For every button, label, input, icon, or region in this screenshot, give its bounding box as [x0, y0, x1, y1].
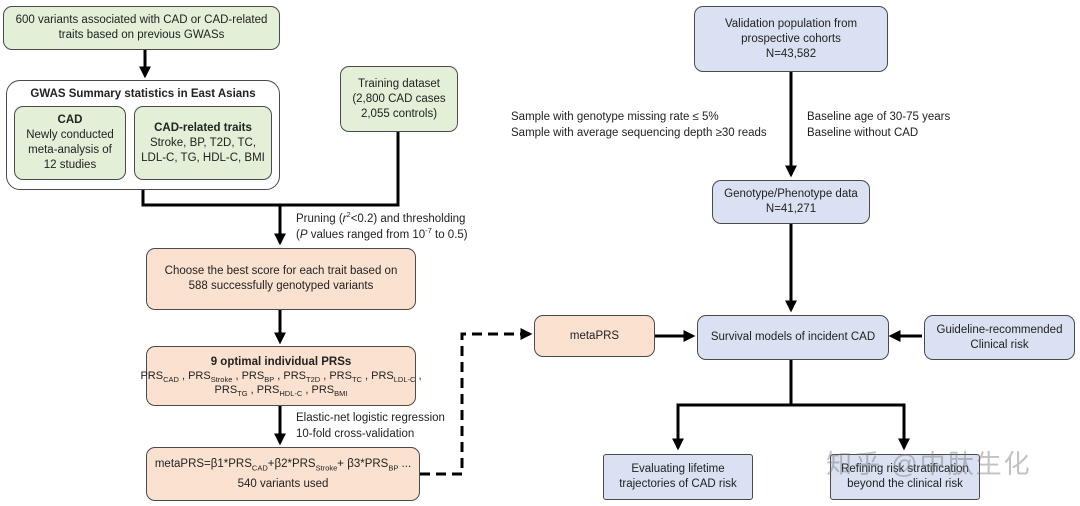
training-dataset-box: Training dataset (2,800 CAD cases 2,055 … — [340, 66, 458, 132]
arrow-survival-to-outcomes — [672, 360, 793, 451]
cad-line-1: Newly conducted — [26, 129, 114, 141]
prs-term: PRSCAD — [140, 370, 179, 385]
cad-title: CAD — [57, 114, 83, 126]
cad-related-line-1: Stroke, BP, T2D, TC, — [149, 136, 257, 149]
arrow-metaprs-to-metaprs-box-dashed — [420, 328, 533, 476]
optimal-prs-row-2: PRSTG , PRSHDL-C , PRSBMI — [214, 384, 348, 399]
genotype-line-2: N=41,271 — [765, 203, 817, 215]
metaprs-formula: metaPRS=β1*PRSCAD+β2*PRSStroke+ β3*PRSBP… — [154, 457, 412, 472]
cad-box: CAD Newly conducted meta-analysis of 12 … — [14, 106, 126, 180]
pruning-line-2: (P values ranged from 10-7 to 0.5) — [296, 226, 468, 241]
best-score-box: Choose the best score for each trait bas… — [146, 248, 416, 310]
cad-related-line-2: LDL-C, TG, HDL-C, BMI — [141, 151, 265, 164]
refining-line-2: beyond the clinical risk — [847, 478, 963, 490]
refining-risk-box: Refining risk stratification beyond the … — [830, 454, 980, 500]
cad-line-3: 12 studies — [43, 159, 97, 171]
gwas-title: GWAS Summary statistics in East Asians — [30, 88, 256, 100]
best-score-line-1: Choose the best score for each trait bas… — [164, 265, 398, 277]
watermark: 知乎 @中肽生化 — [826, 449, 1032, 479]
evaluating-line-1: Evaluating lifetime — [631, 463, 725, 475]
prs-term: PRSBP — [241, 370, 275, 385]
prs-term: PRSStroke — [188, 370, 233, 385]
cad-related-title: CAD-related traits — [154, 121, 252, 134]
validation-line-3: N=43,582 — [765, 47, 817, 60]
genotype-line-1: Genotype/Phenotype data — [724, 188, 858, 200]
optimal-prs-row-1: PRSCAD , PRSStroke , PRSBP , PRST2D , PR… — [140, 370, 422, 385]
validation-line-1: Validation population from — [724, 17, 858, 30]
metaprs-label: metaPRS — [569, 329, 620, 342]
arrow-survival-to-refining — [791, 403, 910, 451]
validation-population-box: Validation population from prospective c… — [694, 6, 888, 72]
evaluating-lifetime-box: Evaluating lifetime trajectories of CAD … — [603, 454, 753, 500]
pruning-note: Pruning (r2<0.2) and thresholding (P val… — [296, 211, 468, 243]
prs-term: PRSLDL-C — [371, 370, 416, 385]
training-line-3: 2,055 controls) — [360, 107, 438, 120]
prs-term: PRSBMI — [311, 384, 348, 399]
prs-term: PRSTG — [214, 384, 248, 399]
survival-models-box: Survival models of incident CAD — [697, 315, 889, 360]
baseline-line-2: Baseline without CAD — [807, 127, 919, 139]
sample-filter-line-1: Sample with genotype missing rate ≤ 5% — [511, 111, 719, 123]
validation-line-2: prospective cohorts — [741, 32, 841, 45]
guideline-risk-box: Guideline-recommended Clinical risk — [924, 315, 1075, 360]
elastic-net-note: Elastic-net logistic regression 10-fold … — [296, 410, 445, 442]
guideline-line-2: Clinical risk — [970, 338, 1029, 351]
prs-term: PRSTC — [329, 370, 362, 385]
sample-filter-line-2: Sample with average sequencing depth ≥30… — [511, 127, 767, 139]
arrow-training-to-best-score — [280, 132, 400, 207]
sample-filter-note: Sample with genotype missing rate ≤ 5% S… — [511, 109, 767, 141]
baseline-filter-note: Baseline age of 30-75 years Baseline wit… — [807, 109, 950, 141]
guideline-line-1: Guideline-recommended — [936, 323, 1063, 336]
prs-term: PRSHDL-C — [256, 384, 303, 399]
baseline-line-1: Baseline age of 30-75 years — [807, 111, 951, 123]
elastic-line-2: 10-fold cross-validation — [296, 428, 415, 440]
variants-used: 540 variants used — [237, 477, 329, 490]
arrow-gwas-to-best-score — [141, 190, 286, 246]
metaprs-formula-box: metaPRS=β1*PRSCAD+β2*PRSStroke+ β3*PRSBP… — [146, 447, 420, 501]
pruning-line-1: Pruning (r2<0.2) and thresholding — [296, 210, 466, 225]
training-line-1: Training dataset — [357, 77, 441, 90]
metaprs-box: metaPRS — [534, 315, 655, 357]
elastic-line-1: Elastic-net logistic regression — [296, 412, 445, 424]
variants-line-2: traits based on previous GWASs — [58, 29, 225, 41]
optimal-prs-title: 9 optimal individual PRSs — [210, 356, 352, 368]
evaluating-line-2: trajectories of CAD risk — [619, 478, 737, 490]
refining-line-1: Refining risk stratification — [841, 463, 969, 475]
cad-line-2: meta-analysis of — [28, 144, 112, 156]
prs-term: PRST2D — [283, 370, 321, 385]
cad-related-box: CAD-related traits Stroke, BP, T2D, TC, … — [134, 106, 272, 180]
optimal-prs-box: 9 optimal individual PRSs PRSCAD , PRSSt… — [140, 346, 422, 406]
best-score-line-2: 588 successfully genotyped variants — [188, 280, 374, 292]
variants-box: 600 variants associated with CAD or CAD-… — [3, 6, 280, 50]
survival-label: Survival models of incident CAD — [710, 331, 876, 343]
training-line-2: (2,800 CAD cases — [352, 92, 446, 105]
genotype-phenotype-box: Genotype/Phenotype data N=41,271 — [712, 180, 870, 224]
variants-line-1: 600 variants associated with CAD or CAD-… — [15, 14, 268, 26]
